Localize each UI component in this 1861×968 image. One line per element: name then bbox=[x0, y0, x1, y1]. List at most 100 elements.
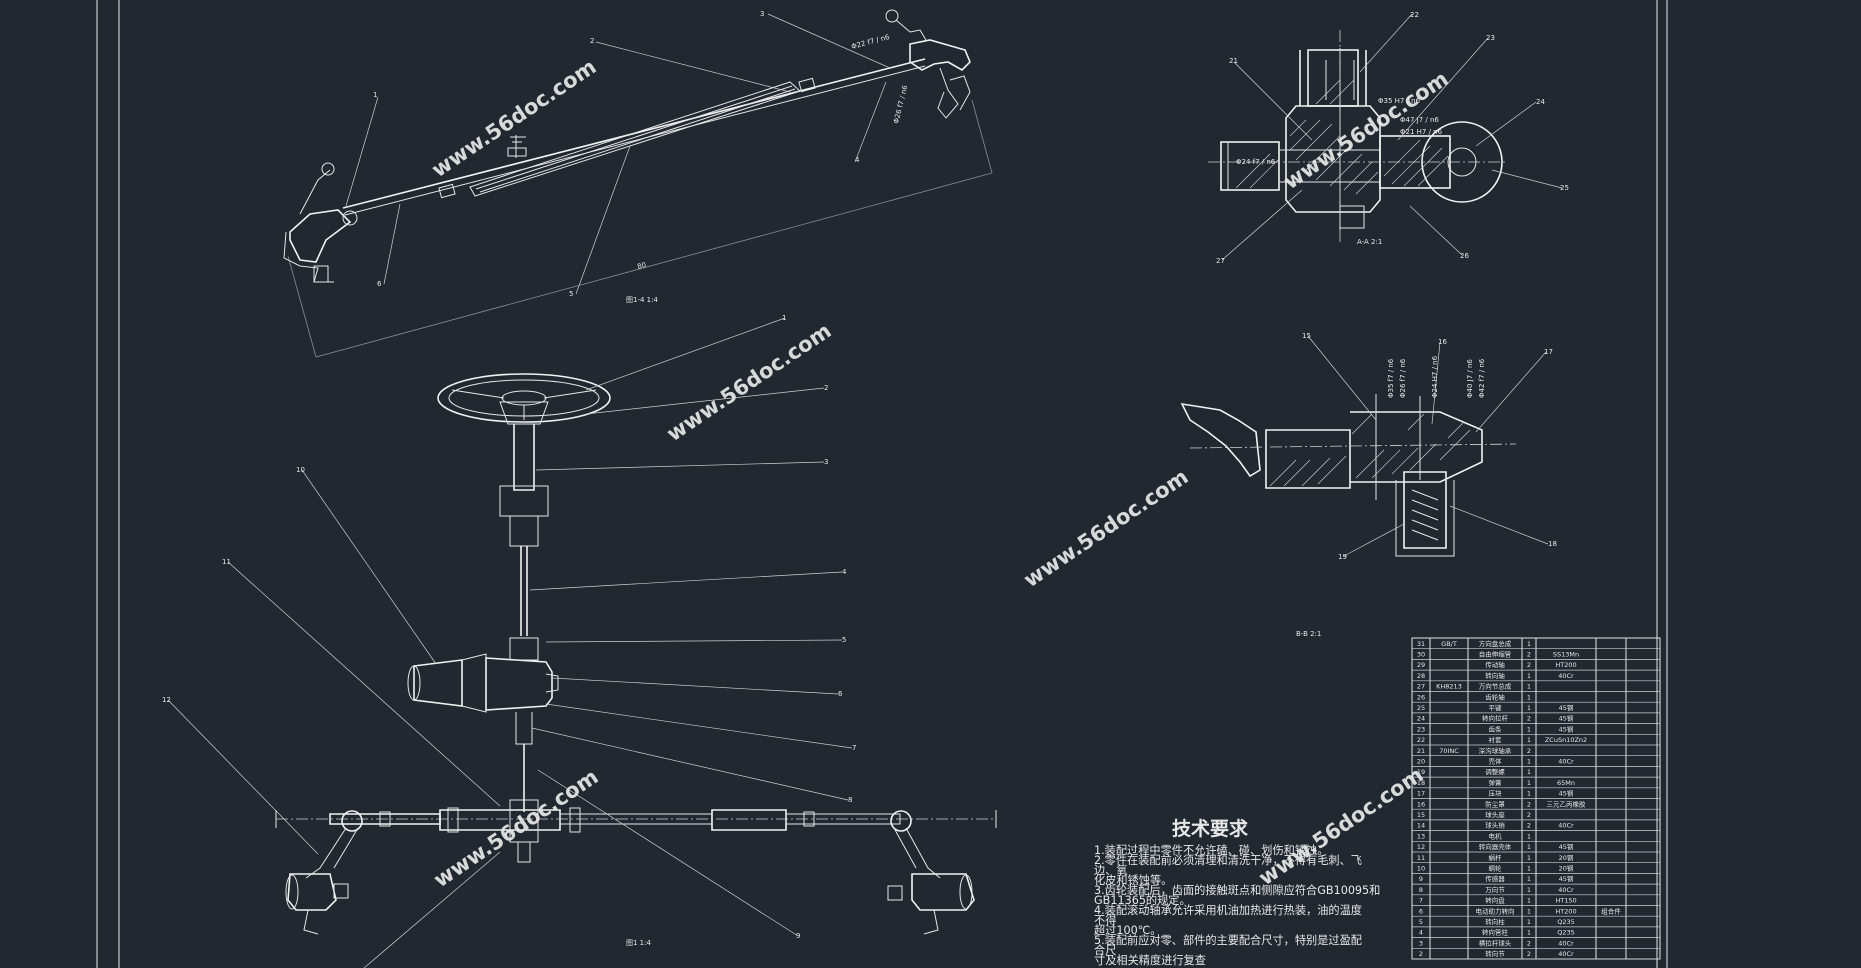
bom-cell-name: 齿条 bbox=[1489, 724, 1503, 733]
bom-cell-qty: 2 bbox=[1527, 715, 1531, 723]
bom-cell-qty: 2 bbox=[1527, 939, 1531, 947]
bom-cell-name: 球头座 bbox=[1485, 810, 1505, 819]
bom-cell-name: 弹簧 bbox=[1489, 778, 1503, 787]
bom-cell-qty: 1 bbox=[1527, 768, 1531, 776]
watermark-text: www.56doc.com bbox=[1019, 464, 1192, 592]
bom-cell-no: 23 bbox=[1417, 725, 1425, 733]
tech-req-line: GB11365的规定。 bbox=[1094, 893, 1191, 907]
section-b-drawing bbox=[1180, 335, 1549, 557]
bom-cell-no: 12 bbox=[1417, 843, 1425, 851]
view-label: 图1-4 1:4 bbox=[626, 296, 658, 304]
dimension-text: Φ40 J7 / n6 bbox=[1466, 359, 1474, 398]
main-view-balloon: 7 bbox=[852, 744, 856, 752]
bom-cell-material: 45钢 bbox=[1559, 843, 1574, 851]
bom-cell-material: 45钢 bbox=[1559, 725, 1574, 733]
main-view-balloon: 12 bbox=[162, 696, 171, 704]
tech-req-line: 不得 bbox=[1094, 914, 1116, 927]
tech-req-line: 5.装配前应对零、部件的主要配合尺寸，特别是过盈配 bbox=[1094, 933, 1362, 947]
dimension-text: Φ47 J7 / n6 bbox=[1400, 116, 1439, 124]
section-a-balloon: 23 bbox=[1486, 34, 1495, 42]
bom-cell-no: 18 bbox=[1417, 779, 1425, 787]
tech-req-line: 化皮和锈蚀等。 bbox=[1094, 873, 1172, 887]
bom-cell-no: 17 bbox=[1417, 790, 1425, 798]
watermark-text: www.56doc.com bbox=[662, 318, 835, 446]
bom-cell-qty: 1 bbox=[1527, 640, 1531, 648]
technical-requirements: 技术要求 1.装配过程中零件不允许磕、碰、划伤和锈蚀。 2.零件在装配前必须清理… bbox=[1094, 817, 1380, 967]
bom-cell-name: 转向拉杆 bbox=[1482, 714, 1509, 723]
tech-req-line: 4.装配滚动轴承允许采用机油加热进行热装，油的温度 bbox=[1094, 903, 1362, 917]
bom-cell-name: 万向节总成 bbox=[1479, 682, 1512, 691]
bom-cell-name: 转向轴 bbox=[1485, 671, 1505, 680]
bom-cell-no: 11 bbox=[1417, 854, 1425, 862]
bom-cell-name: 平键 bbox=[1489, 703, 1503, 712]
bom-cell-material: Q235 bbox=[1557, 929, 1575, 937]
bom-cell-code: GB/T bbox=[1441, 640, 1457, 648]
dimension-text: Φ24 H7 / n6 bbox=[1431, 355, 1439, 398]
bom-cell-code: KH8213 bbox=[1436, 683, 1462, 691]
section-a-balloon: 22 bbox=[1410, 11, 1419, 19]
bom-cell-qty: 2 bbox=[1527, 811, 1531, 819]
bom-cell-no: 19 bbox=[1417, 768, 1425, 776]
bom-cell-no: 22 bbox=[1417, 736, 1425, 744]
bom-cell-qty: 1 bbox=[1527, 929, 1531, 937]
top-view-balloon: 4 bbox=[855, 156, 860, 164]
section-b-balloon: 15 bbox=[1302, 332, 1311, 340]
top-view-balloon: 5 bbox=[569, 290, 573, 298]
top-view-balloon: 6 bbox=[377, 280, 382, 288]
bom-cell-name: 转向器壳体 bbox=[1479, 842, 1512, 851]
bom-cell-name: 转向管柱 bbox=[1482, 928, 1509, 937]
bom-cell-material: 三元乙丙橡胶 bbox=[1547, 799, 1587, 808]
bom-cell-material: 20钢 bbox=[1559, 854, 1574, 862]
bom-cell-material: ZCuSn10Zn2 bbox=[1545, 736, 1587, 744]
bom-cell-qty: 1 bbox=[1527, 758, 1531, 766]
bom-cell-name: 深沟球轴承 bbox=[1479, 746, 1512, 755]
bom-cell-qty: 2 bbox=[1527, 661, 1531, 669]
bom-cell-name: 球头销 bbox=[1485, 821, 1505, 830]
bom-cell-no: 20 bbox=[1417, 758, 1425, 766]
bom-cell-no: 16 bbox=[1417, 800, 1425, 808]
dimension-text: Φ21 H7 / n6 bbox=[1400, 128, 1443, 136]
bom-cell-material: 40Cr bbox=[1558, 822, 1574, 830]
bom-cell-qty: 1 bbox=[1527, 683, 1531, 691]
bom-cell-material: 20钢 bbox=[1559, 865, 1574, 873]
dimension-text: Φ24 f7 / n6 bbox=[1236, 158, 1276, 166]
bom-cell-name: 电动助力转向 bbox=[1476, 906, 1515, 915]
bom-cell-qty: 2 bbox=[1527, 747, 1531, 755]
bom-cell-qty: 1 bbox=[1527, 897, 1531, 905]
bom-cell-name: 防尘罩 bbox=[1485, 799, 1505, 808]
dimension-text: Φ35 H7 / n6 bbox=[1378, 97, 1421, 105]
overall-dimension-text: 80 bbox=[636, 261, 647, 271]
bom-cell-no: 10 bbox=[1417, 865, 1425, 873]
bom-cell-name: 齿轮轴 bbox=[1485, 692, 1505, 701]
bom-cell-no: 31 bbox=[1417, 640, 1425, 648]
bom-cell-name: 转向柱 bbox=[1485, 917, 1505, 926]
bom-cell-material: 65Mn bbox=[1557, 779, 1575, 787]
view-label: 图1 1:4 bbox=[626, 939, 651, 947]
bom-cell-no: 3 bbox=[1419, 939, 1423, 947]
bom-cell-qty: 1 bbox=[1527, 875, 1531, 883]
section-a-balloon: 26 bbox=[1460, 252, 1469, 260]
main-view-balloon: 3 bbox=[824, 458, 828, 466]
main-view-balloon: 11 bbox=[222, 558, 231, 566]
bom-cell-qty: 1 bbox=[1527, 854, 1531, 862]
bom-cell-no: 21 bbox=[1417, 747, 1425, 755]
main-view-balloon: 8 bbox=[848, 796, 852, 804]
bom-cell-name: 压块 bbox=[1489, 789, 1503, 798]
tech-req-line: 寸及相关精度进行复查 bbox=[1094, 953, 1206, 967]
bom-cell-qty: 1 bbox=[1527, 736, 1531, 744]
bom-cell-qty: 1 bbox=[1527, 790, 1531, 798]
tech-req-line: 3.齿轮装配后，齿面的接触斑点和侧隙应符合GB10095和 bbox=[1094, 883, 1380, 897]
bom-cell-qty: 2 bbox=[1527, 800, 1531, 808]
watermark-text: www.56doc.com bbox=[427, 54, 600, 182]
bom-cell-qty: 1 bbox=[1527, 843, 1531, 851]
bom-cell-name: 调整螺 bbox=[1485, 767, 1505, 776]
bom-cell-qty: 1 bbox=[1527, 907, 1531, 915]
top-view-assembly bbox=[283, 9, 993, 358]
bom-cell-no: 13 bbox=[1417, 832, 1425, 840]
section-a-balloon: 24 bbox=[1536, 98, 1545, 106]
section-a-balloon: 21 bbox=[1229, 57, 1238, 65]
bom-cell-no: 29 bbox=[1417, 661, 1425, 669]
watermark-text: www.56doc.com bbox=[1254, 762, 1427, 890]
bom-cell-no: 25 bbox=[1417, 704, 1425, 712]
